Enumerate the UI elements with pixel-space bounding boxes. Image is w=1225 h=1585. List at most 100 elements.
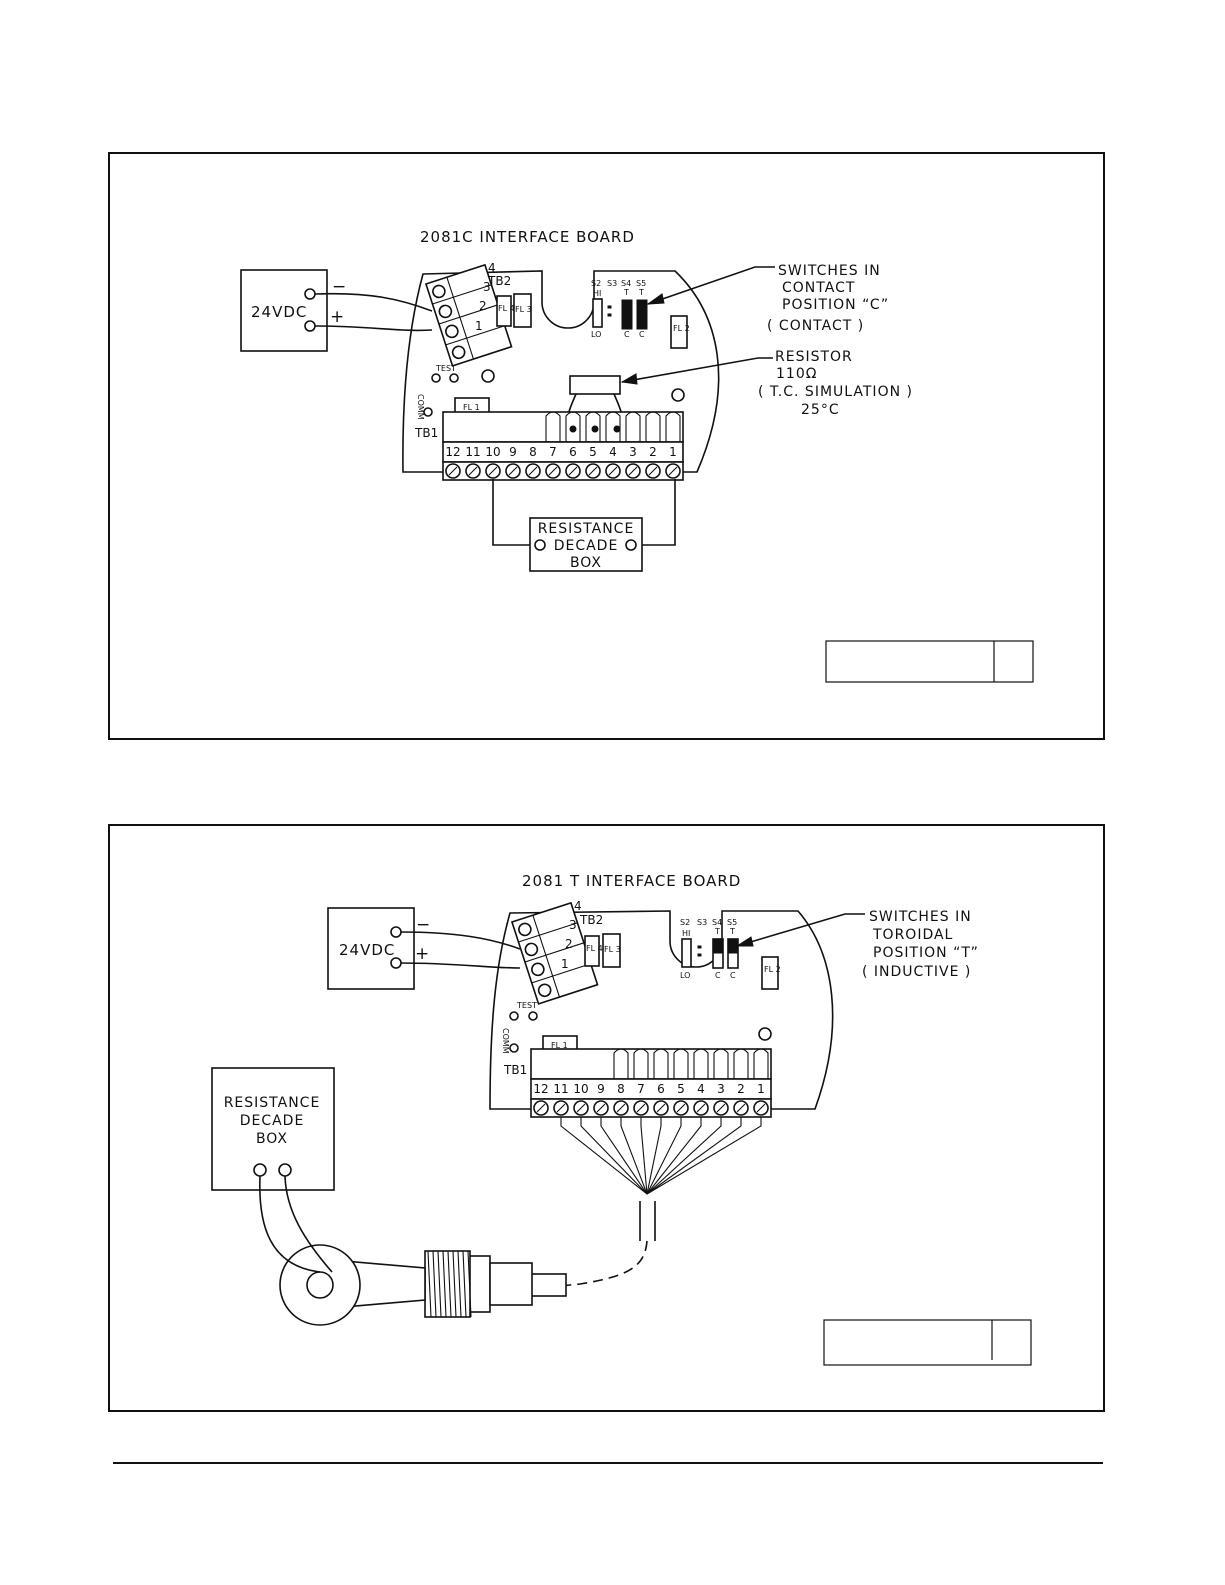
comm-label: COMM <box>416 394 425 420</box>
switch-s4-t: T <box>623 288 629 297</box>
tb1-terminal-10: 10 <box>573 1082 588 1096</box>
decade-box-terminal-right <box>625 539 637 551</box>
toroidal-wiring-diagram: 2081 T INTERFACE BOARD 24VDC − + TB2 1 2… <box>211 872 1032 1366</box>
callout-resistor-1: RESISTOR <box>775 349 853 365</box>
switch-s5-c: C <box>639 330 645 339</box>
tb1-terminal-7: 7 <box>549 445 557 459</box>
wire-plus <box>314 325 433 332</box>
switch-s4-c: C <box>624 330 630 339</box>
terminal-clamp <box>625 411 641 442</box>
switch-s5-c: C <box>730 971 736 980</box>
tb1-terminal-10: 10 <box>485 445 500 459</box>
fl2-filter <box>670 315 688 349</box>
tb2-terminal-3: 3 <box>483 280 491 294</box>
wire-plus <box>400 962 521 969</box>
sensor-wire <box>620 1117 648 1195</box>
decade-box-line-3: BOX <box>256 1131 288 1147</box>
callout-switches-3: POSITION “C” <box>782 297 889 313</box>
sensor-wire <box>560 1117 648 1195</box>
switch-callout-leader <box>647 266 775 305</box>
callout-switches-4: ( CONTACT ) <box>767 318 864 334</box>
tb1-terminal-8: 8 <box>617 1082 625 1096</box>
fl4-label: FL 4 <box>498 304 515 313</box>
sensor-wire <box>646 1117 742 1195</box>
fl2-filter <box>761 956 779 990</box>
figure-number-box <box>825 640 1034 683</box>
power-supply-box <box>327 907 415 990</box>
switch-s2-label: S2 <box>680 918 690 927</box>
sensor-wire <box>640 1117 648 1195</box>
tb1-terminal-1: 1 <box>669 445 677 459</box>
interface-board-outline <box>402 270 720 473</box>
plus-sign: + <box>330 307 345 327</box>
board-title: 2081 T INTERFACE BOARD <box>522 872 741 890</box>
switch-s2-hi: HI <box>593 289 601 298</box>
tb2-terminal-4: 4 <box>488 261 496 275</box>
decade-box-terminal-left <box>534 539 546 551</box>
tb2-label: TB2 <box>487 274 511 288</box>
tb1-terminal-3: 3 <box>717 1082 725 1096</box>
tb1-label: TB1 <box>503 1063 527 1077</box>
terminal-clamp <box>585 411 601 442</box>
power-supply-label: 24VDC <box>339 941 395 959</box>
switch-s5 <box>636 299 648 330</box>
sensor-cable <box>639 1201 656 1241</box>
test-label: TEST <box>435 364 456 373</box>
tb2-terminal-3: 3 <box>569 918 577 932</box>
comm-label: COMM <box>501 1028 510 1054</box>
callout-switches-3: POSITION “T” <box>873 945 979 961</box>
terminal-clamp <box>565 411 581 442</box>
switch-s5-label: S5 <box>727 918 737 927</box>
switch-s3-label: S3 <box>607 279 617 288</box>
tb1-terminal-12: 12 <box>445 445 460 459</box>
tb1-terminal-5: 5 <box>677 1082 685 1096</box>
callout-resistor-2: 110Ω <box>776 366 817 382</box>
terminal-clamp <box>605 411 621 442</box>
tb1-terminal-strip <box>530 1048 772 1118</box>
contact-wiring-diagram: 2081C INTERFACE BOARD 24VDC − + TB2 1 2 … <box>240 228 1034 683</box>
resistor-callout-leader <box>621 357 773 383</box>
decade-wire-left <box>259 1175 321 1273</box>
tb1-terminal-6: 6 <box>569 445 577 459</box>
fl1-label: FL 1 <box>551 1041 568 1050</box>
sensor-wire <box>600 1117 648 1195</box>
minus-sign: − <box>332 277 347 297</box>
decade-box-line-2: DECADE <box>554 538 619 554</box>
sensor-pipe-thread <box>424 1250 471 1318</box>
tb1-terminal-3: 3 <box>629 445 637 459</box>
tb2-terminal-2: 2 <box>479 299 487 313</box>
sensor-cable-wires <box>560 1117 762 1195</box>
power-plus-terminal <box>390 957 402 969</box>
test-plus-point <box>449 373 459 383</box>
switch-s4-label: S4 <box>712 918 722 927</box>
tb1-terminal-11: 11 <box>465 445 480 459</box>
tb1-terminal-8: 8 <box>529 445 537 459</box>
fl3-filter <box>602 933 621 968</box>
tb1-terminal-4: 4 <box>609 445 617 459</box>
terminal-clamp <box>633 1048 649 1079</box>
figure-contact-wiring: 2081C INTERFACE BOARD 24VDC − + TB2 1 2 … <box>108 152 1105 740</box>
resistance-decade-box <box>211 1067 335 1191</box>
decade-box-line-2: DECADE <box>240 1113 305 1129</box>
tb1-terminal-9: 9 <box>509 445 517 459</box>
callout-resistor-3: ( T.C. SIMULATION ) <box>758 384 913 400</box>
tb1-terminal-7: 7 <box>637 1082 645 1096</box>
wire-minus <box>314 292 433 312</box>
switch-s4 <box>621 299 633 330</box>
tb1-label: TB1 <box>414 426 438 440</box>
fl4-label: FL 4 <box>586 944 603 953</box>
sensor-wire <box>580 1117 648 1195</box>
terminal-5-dot <box>591 425 599 433</box>
tb1-terminal-2: 2 <box>649 445 657 459</box>
callout-switches-2: CONTACT <box>782 280 855 296</box>
power-minus-terminal <box>304 288 316 300</box>
switch-s2-lo: LO <box>591 330 601 339</box>
tb1-terminal-5: 5 <box>589 445 597 459</box>
tb2-terminal-2: 2 <box>565 937 573 951</box>
sensor-cable-sleeve <box>529 1273 567 1297</box>
switch-s3-mark <box>607 305 612 309</box>
tb1-terminal-12: 12 <box>533 1082 548 1096</box>
board-title: 2081C INTERFACE BOARD <box>420 228 635 246</box>
